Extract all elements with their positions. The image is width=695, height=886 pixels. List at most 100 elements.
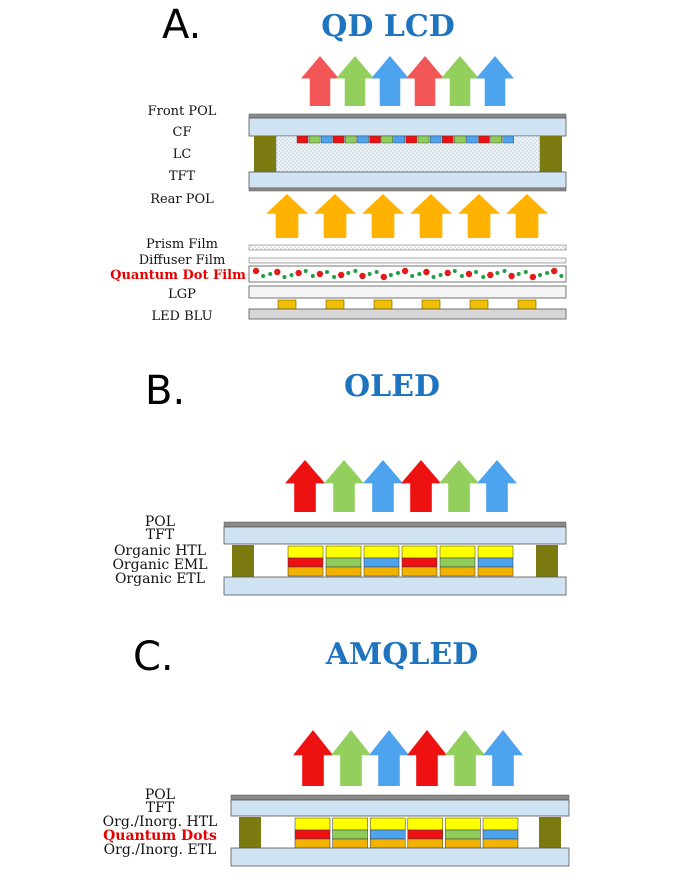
red-light-arrow <box>406 56 444 106</box>
backlight-arrow <box>266 194 308 238</box>
hole-transport-layer <box>401 545 438 559</box>
green-quantum-dot <box>268 272 273 276</box>
label-tft: TFT <box>169 169 196 184</box>
electron-transport-layer <box>477 566 514 577</box>
red-filter-pixel <box>369 135 381 144</box>
electron-transport-layer <box>407 838 444 849</box>
backlight-arrows <box>266 194 548 238</box>
panel-b-letter: B. <box>145 368 185 414</box>
backlight-arrow <box>314 194 356 238</box>
green-quantum-dot <box>495 271 500 275</box>
green-quantum-dot <box>545 271 550 275</box>
green-quantum-dot <box>523 270 528 274</box>
rgb-light-arrows-a <box>301 56 514 106</box>
electron-transport-layer <box>294 838 331 849</box>
red-quantum-dot <box>295 269 302 277</box>
panel-b: B. OLED POL TFT Organic HTL Organic EML … <box>112 368 567 596</box>
tft-glass-c <box>230 799 570 817</box>
green-quantum-dot <box>325 270 329 274</box>
red-filter-pixel <box>478 135 490 144</box>
blue-filter-pixel <box>429 135 442 144</box>
green-quantum-dot <box>481 275 486 279</box>
electron-transport-layer <box>287 566 324 577</box>
electron-transport-layer <box>363 566 400 577</box>
label-htl-b: Organic HTL <box>114 543 206 559</box>
hole-transport-layer <box>332 817 368 831</box>
hole-transport-layer <box>407 817 444 831</box>
green-quantum-dot <box>282 275 287 279</box>
electron-transport-layer <box>369 838 406 849</box>
green-quantum-dot <box>346 271 351 275</box>
label-eml-b: Organic EML <box>112 557 207 573</box>
green-quantum-dot <box>388 273 393 277</box>
hole-transport-layer <box>363 545 400 559</box>
green-quantum-dot <box>374 270 379 274</box>
green-quantum-dot <box>410 274 415 278</box>
green-quantum-dot <box>289 273 294 277</box>
electron-transport-layer <box>325 566 362 577</box>
red-emission-layer <box>401 557 438 568</box>
blue-filter-pixel <box>357 135 369 144</box>
blue-filter-pixel <box>502 135 514 144</box>
label-quantum-dots-c: Quantum Dots <box>103 828 217 844</box>
blue-light-arrow <box>363 460 403 512</box>
panel-c-letter: C. <box>133 634 174 680</box>
green-quantum-dot <box>452 269 457 273</box>
tft-glass-b <box>223 526 567 545</box>
backlight-arrow <box>362 194 404 238</box>
diffuser-film <box>248 257 567 264</box>
label-prism-film: Prism Film <box>146 237 218 252</box>
label-pol-b: POL <box>145 514 175 530</box>
color-filter-pixels <box>296 135 514 144</box>
green-light-arrow <box>336 56 374 106</box>
blue-light-arrow <box>371 56 409 106</box>
red-light-arrow <box>293 730 333 786</box>
quantum-dots-particles <box>252 267 564 281</box>
substrate-glass-c <box>230 847 570 867</box>
blue-light-arrow <box>369 730 409 786</box>
green-quantum-dot <box>459 274 464 278</box>
green-quantum-dot <box>332 275 337 279</box>
label-diffuser-film: Diffuser Film <box>139 253 226 268</box>
label-etl-c: Org./Inorg. ETL <box>104 842 217 858</box>
red-quantum-dot <box>487 271 494 279</box>
tft-glass-a <box>248 171 567 189</box>
red-quantum-dot <box>444 269 451 277</box>
green-filter-pixel <box>417 135 430 144</box>
label-tft-c: TFT <box>146 800 175 816</box>
red-emission-layer <box>294 829 331 840</box>
red-quantum-dot <box>380 273 387 281</box>
green-emission-layer <box>445 829 481 840</box>
red-filter-pixel <box>442 135 454 144</box>
led-chip <box>469 299 489 310</box>
panel-b-title: OLED <box>344 369 440 404</box>
green-emission-layer <box>325 557 362 568</box>
green-quantum-dot <box>310 274 315 278</box>
red-quantum-dot <box>423 268 430 276</box>
rgb-light-arrows-c <box>293 730 523 786</box>
green-quantum-dot <box>474 270 479 274</box>
led-array <box>277 299 537 310</box>
electron-transport-layer <box>332 838 368 849</box>
led-chip <box>373 299 393 310</box>
green-light-arrow <box>439 460 479 512</box>
green-quantum-dot <box>261 274 266 278</box>
led-chip <box>277 299 297 310</box>
blue-emission-layer <box>363 557 400 568</box>
hole-transport-layer <box>482 817 519 831</box>
blue-emission-layer <box>482 829 519 840</box>
red-light-arrow <box>401 460 441 512</box>
green-light-arrow <box>324 460 364 512</box>
quantum-dot-film <box>248 265 567 283</box>
red-emission-layer <box>287 557 324 568</box>
blue-emission-layer <box>369 829 406 840</box>
green-light-arrow <box>445 730 485 786</box>
blue-emission-layer <box>477 557 514 568</box>
electron-transport-layer <box>445 838 481 849</box>
led-chip <box>325 299 345 310</box>
backlight-arrow <box>506 194 548 238</box>
green-light-arrow <box>441 56 479 106</box>
qled-subpixel-stack <box>294 817 519 849</box>
red-filter-pixel <box>405 135 418 144</box>
